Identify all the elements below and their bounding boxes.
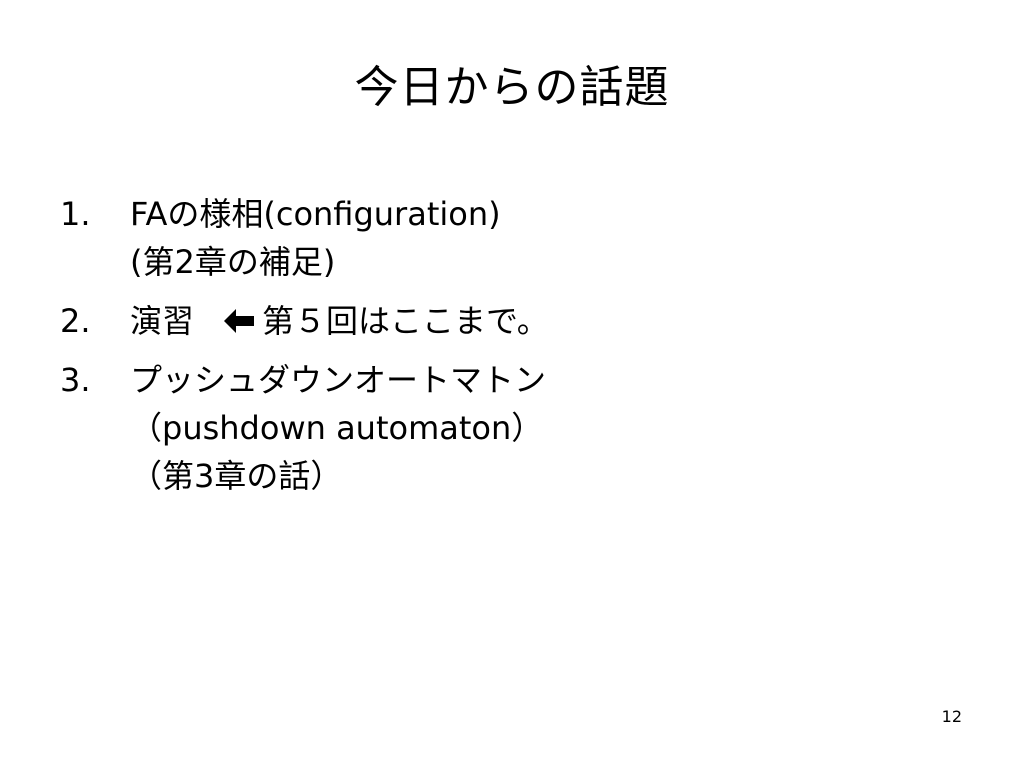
list-item: 2. 演習 第５回はここまで。 <box>60 297 960 345</box>
item-body: 演習 第５回はここまで。 <box>130 297 960 345</box>
item-text-after: 第５回はここまで。 <box>262 302 549 340</box>
item-line: （第3章の話） <box>130 457 343 495</box>
item-text-before: 演習 <box>130 302 195 340</box>
item-number: 2. <box>60 302 91 340</box>
item-body: FAの様相(configuration) (第2章の補足) <box>130 190 960 286</box>
item-number: 3. <box>60 361 91 399</box>
item-body: プッシュダウンオートマトン （pushdown automaton） （第3章の… <box>130 356 960 500</box>
left-arrow-icon <box>224 309 255 333</box>
item-line: FAの様相(configuration) <box>130 195 501 233</box>
item-number: 1. <box>60 195 91 233</box>
item-line: （pushdown automaton） <box>130 409 544 447</box>
page-number: 12 <box>941 707 962 726</box>
item-line: プッシュダウンオートマトン <box>130 361 547 399</box>
slide-title: 今日からの話題 <box>354 62 670 113</box>
list-item: 1. FAの様相(configuration) (第2章の補足) <box>60 190 960 286</box>
item-line: (第2章の補足) <box>130 243 336 281</box>
item-line: 演習 第５回はここまで。 <box>130 297 960 345</box>
topic-list: 1. FAの様相(configuration) (第2章の補足) 2. 演習 第… <box>60 190 960 511</box>
list-item: 3. プッシュダウンオートマトン （pushdown automaton） （第… <box>60 356 960 500</box>
